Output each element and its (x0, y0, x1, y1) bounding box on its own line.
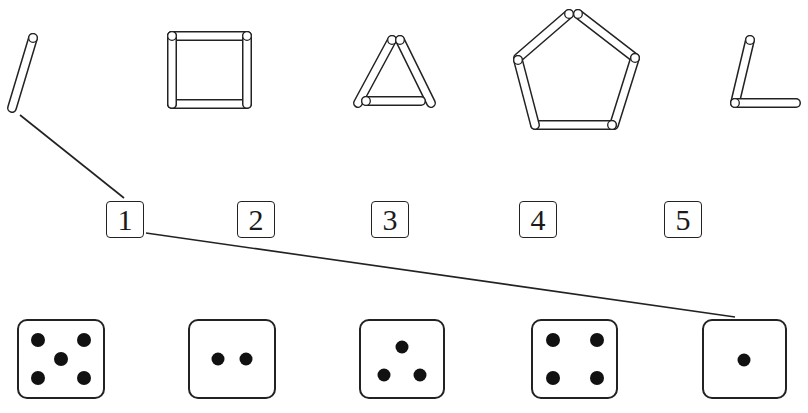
matchstick-end (29, 34, 38, 43)
matchstick-end (168, 32, 177, 41)
matchstick-body (535, 122, 612, 129)
matchstick (172, 31, 247, 41)
dice-faces (18, 320, 786, 398)
number-box: 3 (371, 201, 409, 238)
matchstick-body (578, 14, 635, 58)
matchstick (12, 38, 33, 108)
number-label: 3 (383, 204, 398, 236)
matchstick-end (243, 32, 252, 41)
number-label: 4 (531, 204, 546, 236)
matchstick-figures (12, 10, 796, 130)
number-label: 5 (676, 204, 691, 236)
number-box: 1 (106, 201, 144, 238)
matchstick-body (400, 40, 431, 103)
matchstick-end (168, 32, 177, 41)
matchstick-body (12, 38, 33, 108)
matchstick-end (574, 10, 583, 19)
matchstick-end (514, 56, 523, 65)
matchstick (366, 96, 421, 106)
matchstick (735, 98, 796, 108)
number-box: 5 (664, 201, 702, 238)
matchstick-body (366, 98, 421, 105)
matchstick-end (565, 10, 574, 19)
matchstick-body (358, 40, 392, 103)
matchstick-end (362, 97, 371, 106)
number-box: 4 (519, 201, 557, 238)
number-label: 1 (118, 204, 133, 236)
matchstick-body (735, 100, 796, 107)
matchstick (578, 14, 635, 58)
matchstick-end (631, 54, 640, 63)
matchstick-body (172, 33, 247, 40)
matchstick (358, 40, 392, 103)
matchstick-body (172, 101, 247, 108)
matchstick (172, 99, 247, 109)
matchstick-body (518, 60, 535, 125)
matchstick (735, 40, 750, 103)
matchstick (535, 120, 612, 130)
matchstick (167, 36, 177, 104)
matchstick-end (608, 121, 617, 130)
matchstick (518, 60, 535, 125)
matchstick-body (244, 36, 251, 104)
number-box: 2 (237, 201, 275, 238)
matchstick-body (735, 40, 750, 103)
matchstick-body (518, 14, 569, 58)
matchstick-end (731, 99, 740, 108)
matchstick (242, 36, 252, 104)
matchstick-body (169, 36, 176, 104)
leader-lines (20, 115, 735, 317)
number-label: 2 (249, 204, 264, 236)
matchstick (518, 14, 569, 58)
dice-dots (31, 333, 751, 385)
matchstick-end (746, 36, 755, 45)
matchstick (614, 58, 635, 125)
matchstick-end (396, 36, 405, 45)
matchstick-body (614, 58, 635, 125)
matchstick (400, 40, 431, 103)
